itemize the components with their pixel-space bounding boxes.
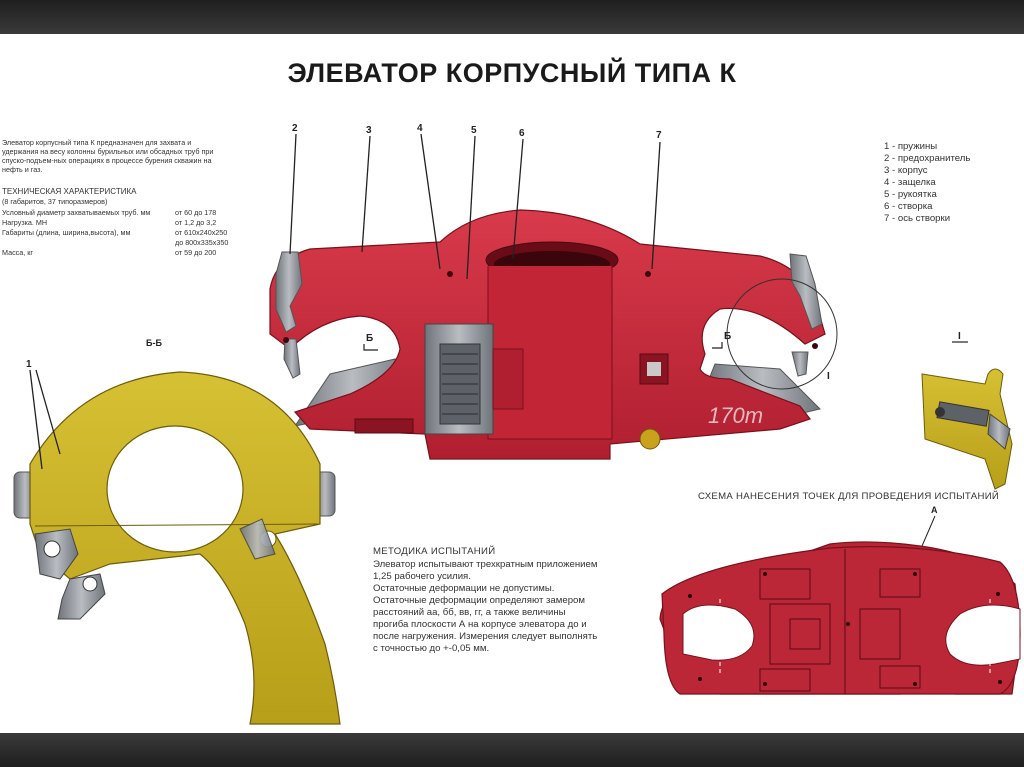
- legend-item: 7 - ось створки: [884, 213, 951, 224]
- section-mark-left: Б: [366, 333, 373, 344]
- description-line: Элеватор корпусный типа К предназначен д…: [2, 138, 192, 147]
- spec-label: Габариты (длина, ширина,высота), мм: [2, 228, 131, 237]
- description-line: спуско-подъем-ных операциях в процессе б…: [2, 156, 212, 165]
- specs-title: ТЕХНИЧЕСКАЯ ХАРАКТЕРИСТИКА: [2, 187, 137, 196]
- elevator-body: [269, 209, 826, 460]
- method-line: Элеватор испытывают трехкратным приложен…: [373, 559, 598, 570]
- legend-item: 1 - пружины: [884, 141, 938, 152]
- callout-4: 4: [417, 123, 423, 134]
- method-line: 1,25 рабочего усилия.: [373, 571, 471, 582]
- method-line: прогиба плоскости А на корпусе элеватора…: [373, 619, 587, 630]
- capacity-marking: 170т: [708, 403, 763, 428]
- spec-value: от 610х240х250: [175, 228, 228, 237]
- detail-latch-view: [921, 368, 1013, 490]
- description-line: удержания на весу колонны бурильных или …: [2, 147, 214, 156]
- spec-value: до 800х335х350: [175, 238, 229, 247]
- callout-1: 1: [26, 359, 32, 370]
- legend-item: 5 - рукоятка: [884, 189, 937, 200]
- description-line: нефть и газ.: [2, 165, 43, 174]
- legend-item: 4 - защелка: [884, 177, 936, 188]
- detail-mark-main: I: [827, 371, 830, 382]
- legend-item: 2 - предохранитель: [884, 153, 971, 164]
- specs-subtitle: (8 габаритов, 37 типоразмеров): [2, 197, 108, 206]
- method-line: Остаточные деформации определяют замером: [373, 595, 585, 606]
- frame-top-bar: [0, 0, 1024, 34]
- schema-title: СХЕМА НАНЕСЕНИЯ ТОЧЕК ДЛЯ ПРОВЕДЕНИЯ ИСП…: [698, 491, 1000, 502]
- callout-5: 5: [471, 125, 477, 136]
- test-schema-plate: [659, 515, 1021, 695]
- legend-item: 6 - створка: [884, 201, 933, 212]
- method-line: расстояний аа, бб, вв, гг, а также велич…: [373, 607, 566, 618]
- detail-mark-view: I: [958, 331, 961, 342]
- section-bb-label: Б-Б: [146, 338, 162, 348]
- method-line: после нагружения. Измерения следует выпо…: [373, 631, 598, 642]
- detail-circle: [726, 278, 838, 390]
- callout-7: 7: [656, 130, 662, 141]
- legend-item: 3 - корпус: [884, 165, 928, 176]
- callout-leaders: [289, 133, 661, 280]
- method-line: с точностью до +-0,05 мм.: [373, 643, 490, 654]
- method-title: МЕТОДИКА ИСПЫТАНИЙ: [373, 546, 496, 557]
- section-mark-right: Б: [724, 331, 731, 342]
- spec-value: от 60 до 178: [175, 208, 217, 217]
- method-line: Остаточные деформации не допустимы.: [373, 583, 555, 594]
- section-bb-view: [13, 371, 341, 725]
- point-a-label: А: [931, 505, 938, 515]
- page-title: ЭЛЕВАТОР КОРПУСНЫЙ ТИПА К: [287, 58, 737, 88]
- spec-label: Масса, кг: [2, 248, 34, 257]
- elevator-drawing: 170т Б Б I 2 3 4 5 6 7 I: [13, 123, 1021, 725]
- spec-value: от 1,2 до 3,2: [175, 218, 217, 227]
- spec-value: от 59 до 200: [175, 248, 217, 257]
- spec-label: Нагрузка. МН: [2, 218, 48, 227]
- poster-sheet: ЭЛЕВАТОР КОРПУСНЫЙ ТИПА К Элеватор корпу…: [0, 34, 1024, 733]
- callout-6: 6: [519, 128, 525, 139]
- callout-3: 3: [366, 125, 372, 136]
- frame-bottom-bar: [0, 733, 1024, 767]
- spec-label: Условный диаметр захватываемых труб. мм: [2, 208, 151, 217]
- callout-2: 2: [292, 123, 298, 134]
